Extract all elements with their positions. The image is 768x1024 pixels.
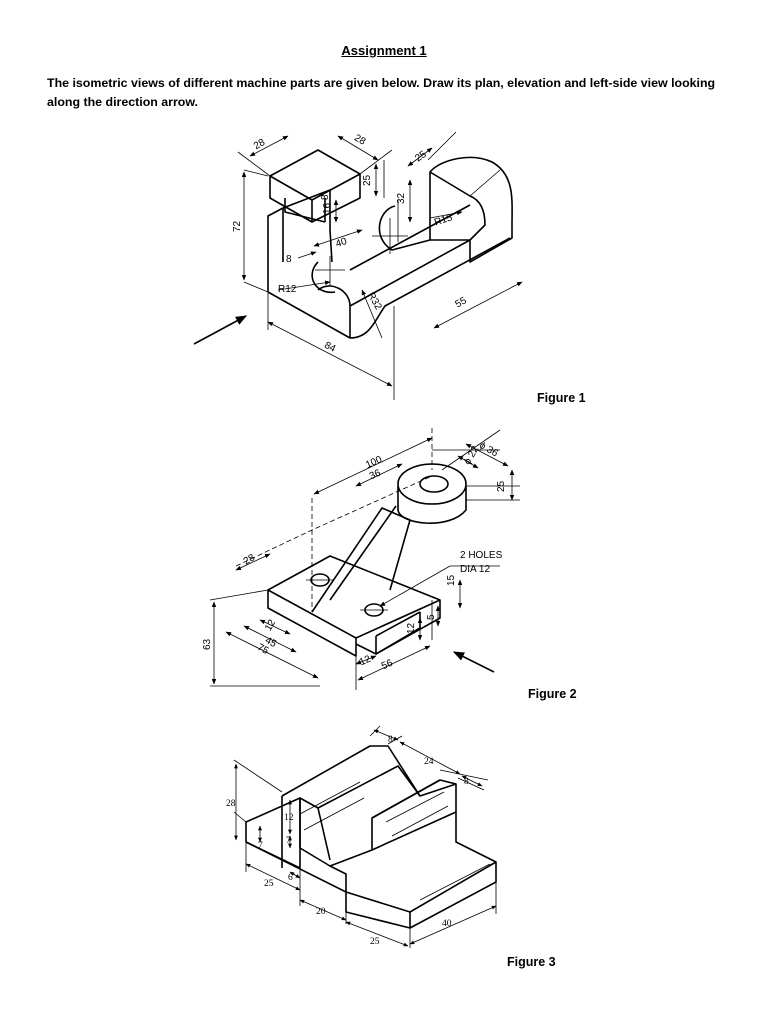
figure1-drawing: 28 28 25 25 32 72 16 8 8 40 R15 R12 R32 …: [193, 131, 523, 400]
dim-8a: 8: [320, 194, 331, 200]
assignment-instruction: The isometric views of different machine…: [47, 76, 716, 109]
dim-56: 56: [380, 657, 395, 672]
dim-25a: 25: [264, 879, 274, 889]
dim-24: 24: [424, 757, 434, 767]
dim-8b: 8: [286, 254, 292, 265]
figure3-drawing: 8 24 8 28 12 7 7 25 6 20 25 40: [226, 725, 497, 948]
dim-32: 32: [396, 192, 407, 204]
dim-63: 63: [202, 638, 213, 650]
dim-12: 12: [284, 813, 294, 823]
dim-25b: 25: [370, 937, 380, 947]
figure1-caption: Figure 1: [537, 391, 586, 405]
dim-5: 5: [426, 614, 437, 620]
dim-36: 36: [368, 467, 383, 482]
dim-20: 20: [316, 907, 326, 917]
dim-28a: 28: [252, 137, 268, 152]
dim-40: 40: [334, 236, 348, 250]
dim-6: 6: [288, 873, 293, 883]
figure3-caption: Figure 3: [507, 955, 556, 969]
dim-holes2: DIA 12: [460, 564, 490, 575]
figure2-drawing: 100 36 ϕ 36 ϕ 22 25 2 HOLES DIA 12 15 5 …: [202, 428, 520, 690]
dim-12c: 12: [358, 653, 373, 668]
dim-7a: 7: [286, 836, 291, 846]
dim-45: 45: [263, 635, 278, 650]
dim-12a: 12: [406, 622, 417, 634]
dim-40: 40: [442, 919, 452, 929]
dim-16: 16: [322, 202, 333, 214]
dim-r32: R32: [365, 291, 384, 313]
dim-55: 55: [454, 295, 470, 310]
dim-28b: 28: [352, 133, 368, 148]
dim-12b: 12: [263, 617, 278, 633]
dim-28: 28: [226, 799, 236, 809]
dim-r15: R15: [433, 212, 454, 228]
dim-8a: 8: [388, 735, 393, 745]
dim-15: 15: [446, 574, 457, 586]
dim-25a: 25: [362, 174, 373, 186]
dim-28: 28: [242, 552, 258, 567]
dim-r12: R12: [278, 284, 297, 295]
figure2-caption: Figure 2: [528, 687, 577, 701]
dim-holes1: 2 HOLES: [460, 550, 503, 561]
dim-84: 84: [322, 340, 337, 355]
dim-7b: 7: [258, 841, 263, 851]
dim-72: 72: [232, 220, 243, 232]
dim-25b: 25: [413, 149, 429, 165]
assignment-title: Assignment 1: [341, 43, 427, 58]
dim-25: 25: [496, 480, 507, 492]
dim-8b: 8: [464, 777, 469, 787]
dim-75: 75: [255, 642, 270, 657]
